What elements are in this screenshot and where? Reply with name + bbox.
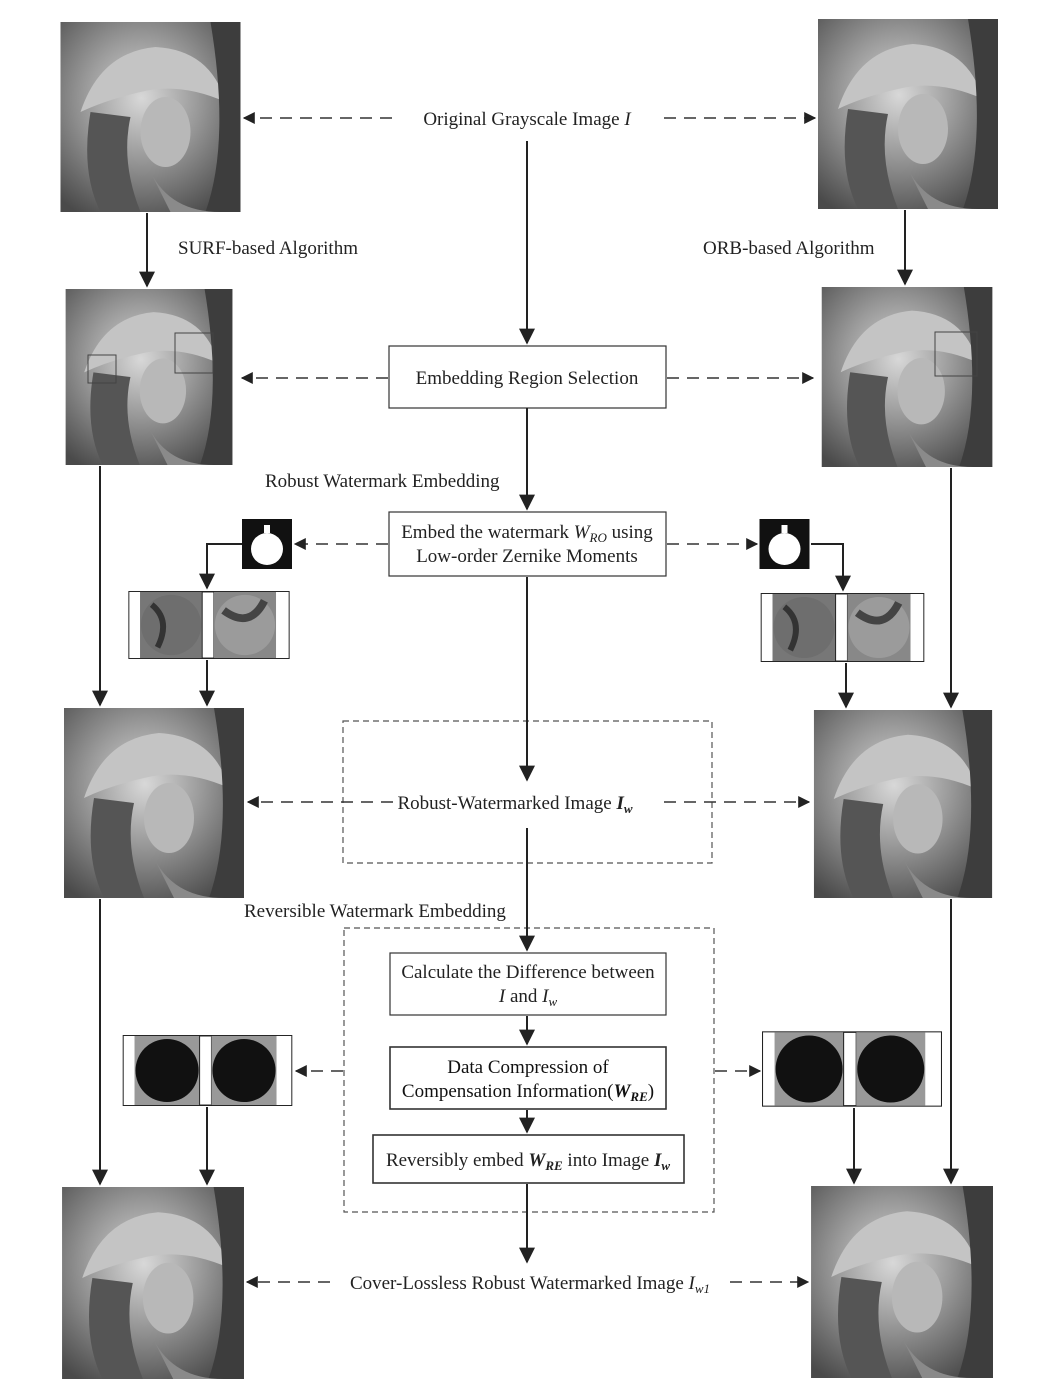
reversible-embed-box	[372, 1134, 685, 1184]
compression-box	[389, 1046, 667, 1110]
lena-robust-left	[64, 708, 244, 898]
difference-box	[389, 952, 667, 1016]
zernike-embed-box	[388, 511, 667, 577]
robust-watermarked-label: Robust-Watermarked Image Iw	[397, 793, 632, 816]
lena-robust-right	[813, 710, 993, 898]
compensation-circles-right	[762, 1031, 942, 1107]
region-selection-label: Embedding Region Selection	[416, 368, 639, 389]
orb-label: ORB-based Algorithm	[703, 238, 875, 259]
difference-line2: I and Iw	[498, 986, 558, 1009]
original-image-label: Original Grayscale Image I	[423, 109, 632, 130]
embed-line1: Embed the watermark WRO using	[401, 522, 653, 545]
zernike-circles-right	[761, 593, 924, 661]
robust-embedding-label: Robust Watermark Embedding	[265, 471, 500, 492]
lena-final-left	[62, 1187, 244, 1379]
lena-original-right	[818, 19, 998, 209]
difference-line1: Calculate the Difference between	[401, 962, 655, 983]
surf-label: SURF-based Algorithm	[178, 238, 358, 259]
reversible-embed-label: Reversibly embed WRE into Image Iw	[386, 1150, 670, 1173]
arrow-left-apple-to-circles	[199, 543, 242, 590]
lena-original-left	[60, 22, 241, 212]
embed-line2: Low-order Zernike Moments	[416, 546, 638, 567]
reversible-embedding-label: Reversible Watermark Embedding	[244, 901, 506, 922]
lena-final-right	[811, 1186, 993, 1378]
region-selection-box	[388, 345, 667, 409]
final-image-label: Cover-Lossless Robust Watermarked Image …	[350, 1273, 710, 1296]
arrow-right-apple-to-circles	[811, 543, 851, 592]
reversible-stage-frame	[343, 927, 715, 1213]
lena-surf-left	[65, 289, 233, 465]
apple-watermark-left	[242, 519, 292, 569]
lena-orb-right	[821, 287, 993, 467]
compression-line2: Compensation Information(WRE)	[402, 1081, 654, 1104]
compensation-circles-left	[122, 1035, 293, 1106]
zernike-circles-left	[129, 591, 289, 658]
apple-watermark-right	[759, 519, 810, 569]
compression-line1: Data Compression of	[447, 1057, 609, 1078]
